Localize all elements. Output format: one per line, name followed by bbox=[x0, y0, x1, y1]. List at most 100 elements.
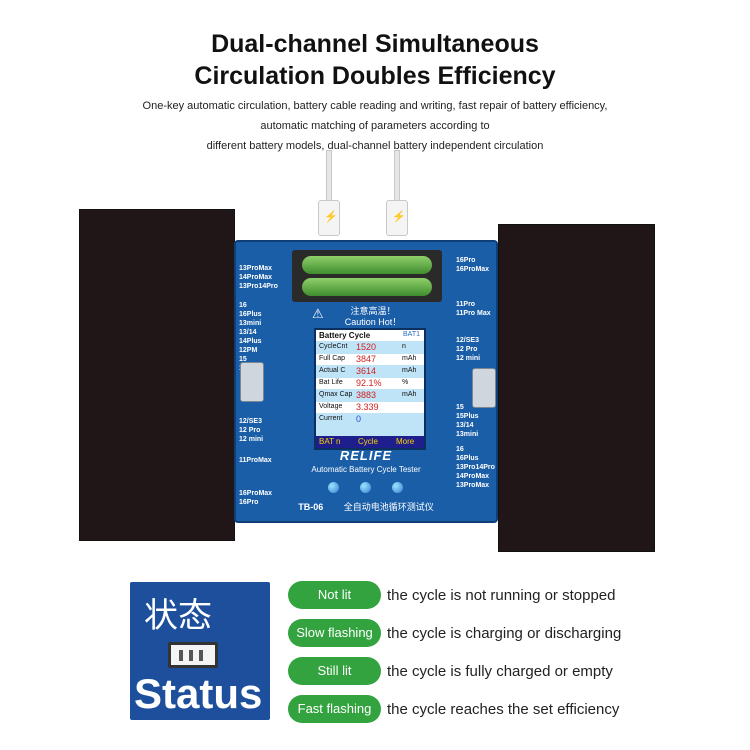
headline-line-2: Circulation Doubles Efficiency bbox=[194, 62, 556, 90]
model-label: 14ProMax bbox=[456, 473, 490, 480]
lcd-screen: Battery Cycle BAT1 CycleCnt 1520 n Full … bbox=[314, 328, 426, 450]
lightning-icon: ⚡ bbox=[392, 211, 406, 223]
usb-plug-left: ⚡ bbox=[318, 200, 340, 236]
status-led bbox=[168, 642, 218, 668]
model-cn-name: 全自动电池循环测试仪 bbox=[343, 502, 434, 512]
status-pill-still-lit: Still lit bbox=[288, 657, 381, 685]
model-label: 12/SE3 bbox=[239, 418, 262, 425]
lcd-row-unit: mAh bbox=[402, 355, 417, 362]
model-label: 16ProMax bbox=[456, 266, 490, 273]
lcd-heading: Battery Cycle bbox=[319, 331, 371, 340]
lcd-header: Battery Cycle BAT1 bbox=[316, 330, 424, 341]
usb-c-port-right[interactable] bbox=[472, 368, 496, 408]
status-meaning: the cycle reaches the set efficiency bbox=[387, 701, 620, 718]
status-meaning: the cycle is charging or discharging bbox=[387, 625, 622, 642]
status-led-closeup: 状态 Status bbox=[130, 582, 270, 720]
model-label: 16Plus bbox=[239, 311, 262, 318]
lcd-footer-mid: Cycle bbox=[358, 437, 379, 446]
model-label: 16Pro bbox=[239, 499, 259, 506]
model-label: 12 mini bbox=[239, 436, 264, 443]
model-label: 12 Pro bbox=[456, 346, 478, 353]
battery-left bbox=[79, 209, 235, 541]
usb-plug-right: ⚡ bbox=[386, 200, 408, 236]
cell-holder bbox=[292, 250, 442, 302]
status-en-label: Status bbox=[134, 670, 263, 717]
description-line-3: different battery models, dual-channel b… bbox=[206, 140, 544, 152]
model-label: 13ProMax bbox=[239, 265, 273, 272]
lcd-row-label: Full Cap bbox=[319, 355, 346, 362]
model-label: 16Plus bbox=[456, 455, 479, 462]
lcd-footer: BAT n Cycle More bbox=[316, 436, 424, 448]
lcd-row-value: 3847 bbox=[356, 354, 377, 364]
usb-cable-left bbox=[326, 150, 332, 204]
lcd-row: Full Cap 3847 mAh bbox=[316, 354, 424, 365]
lcd-row-label: Actual C bbox=[319, 367, 346, 374]
lcd-row-value: 0 bbox=[356, 414, 362, 424]
status-pill-fast-flashing: Fast flashing bbox=[288, 695, 381, 723]
usb-c-port-left[interactable] bbox=[240, 362, 264, 402]
model-label: 15 bbox=[239, 356, 247, 363]
headline-line-1: Dual-channel Simultaneous bbox=[211, 30, 539, 58]
warning-icon: ⚠ bbox=[312, 306, 324, 321]
lcd-row-label: Voltage bbox=[319, 403, 343, 410]
model-label: 16Pro bbox=[456, 257, 476, 264]
lcd-row-value: 3883 bbox=[356, 390, 377, 400]
model-label: 16 bbox=[456, 446, 464, 453]
lcd-row-unit: mAh bbox=[402, 391, 417, 398]
model-label: 11Pro Max bbox=[456, 310, 491, 317]
control-button-2[interactable] bbox=[360, 482, 371, 493]
control-button-1[interactable] bbox=[328, 482, 339, 493]
model-label: 13Pro14Pro bbox=[239, 283, 278, 290]
lcd-channel: BAT1 bbox=[403, 331, 420, 338]
caution-en: Caution Hot！ bbox=[344, 317, 402, 327]
lcd-row-unit: % bbox=[402, 379, 409, 386]
status-meaning: the cycle is fully charged or empty bbox=[387, 663, 613, 680]
model-label: 13/14 bbox=[239, 329, 257, 336]
brand-logo: RELIFE bbox=[339, 448, 393, 463]
model-label: 11ProMax bbox=[239, 457, 272, 464]
lcd-row: Current 0 bbox=[316, 414, 424, 425]
charging-cell bbox=[302, 278, 432, 296]
lcd-footer-right: More bbox=[396, 437, 415, 446]
product-subtitle: Automatic Battery Cycle Tester bbox=[311, 465, 421, 474]
description: One-key automatic circulation, battery c… bbox=[40, 96, 710, 156]
lcd-row-label: Bat Life bbox=[319, 379, 343, 386]
model-label: 12 mini bbox=[456, 355, 481, 362]
tester-board: 13ProMax 14ProMax 13Pro14Pro 16 16Plus 1… bbox=[234, 240, 498, 523]
model-label: 13Pro14Pro bbox=[456, 464, 495, 471]
caution-cn: 注意高温！ bbox=[350, 306, 396, 316]
lightning-icon: ⚡ bbox=[324, 211, 338, 223]
lcd-row-unit: n bbox=[402, 343, 406, 350]
lcd-row-value: 3.339 bbox=[356, 402, 379, 412]
model-label: 13mini bbox=[239, 320, 262, 327]
model-label: 13/14 bbox=[456, 422, 474, 429]
status-pill-slow-flashing: Slow flashing bbox=[288, 619, 381, 647]
model-label: 14Plus bbox=[239, 338, 262, 345]
model-line: TB-06 全自动电池循环测试仪 bbox=[236, 500, 496, 513]
lcd-row: CycleCnt 1520 n bbox=[316, 342, 424, 353]
description-line-2: automatic matching of parameters accordi… bbox=[260, 120, 490, 132]
usb-cable-right bbox=[394, 150, 400, 204]
lcd-row: Qmax Cap 3883 mAh bbox=[316, 390, 424, 401]
lcd-row: Actual C 3614 mAh bbox=[316, 366, 424, 377]
lcd-row-label: Current bbox=[319, 415, 343, 422]
lcd-row: Bat Life 92.1% % bbox=[316, 378, 424, 389]
control-button-3[interactable] bbox=[392, 482, 403, 493]
model-label: 11Pro bbox=[456, 301, 476, 308]
charging-cell bbox=[302, 256, 432, 274]
lcd-row-value: 1520 bbox=[356, 342, 377, 352]
model-number: TB-06 bbox=[298, 502, 324, 512]
status-meaning: the cycle is not running or stopped bbox=[387, 587, 616, 604]
headline: Dual-channel Simultaneous Circulation Do… bbox=[0, 28, 750, 92]
model-label: 15Plus bbox=[456, 413, 479, 420]
model-label: 13mini bbox=[456, 431, 479, 438]
lcd-footer-left: BAT n bbox=[319, 437, 341, 446]
model-label: 15 bbox=[456, 404, 464, 411]
battery-right bbox=[498, 224, 655, 552]
lcd-row-label: Qmax Cap bbox=[319, 391, 353, 398]
description-line-1: One-key automatic circulation, battery c… bbox=[142, 100, 608, 112]
caution-notice: ⚠ 注意高温！ Caution Hot！ bbox=[312, 306, 418, 328]
right-model-labels: 16Pro 16ProMax 11Pro 11Pro Max 12/SE3 12… bbox=[456, 256, 496, 490]
status-cn-label: 状态 bbox=[144, 596, 212, 636]
model-label: 14ProMax bbox=[239, 274, 273, 281]
